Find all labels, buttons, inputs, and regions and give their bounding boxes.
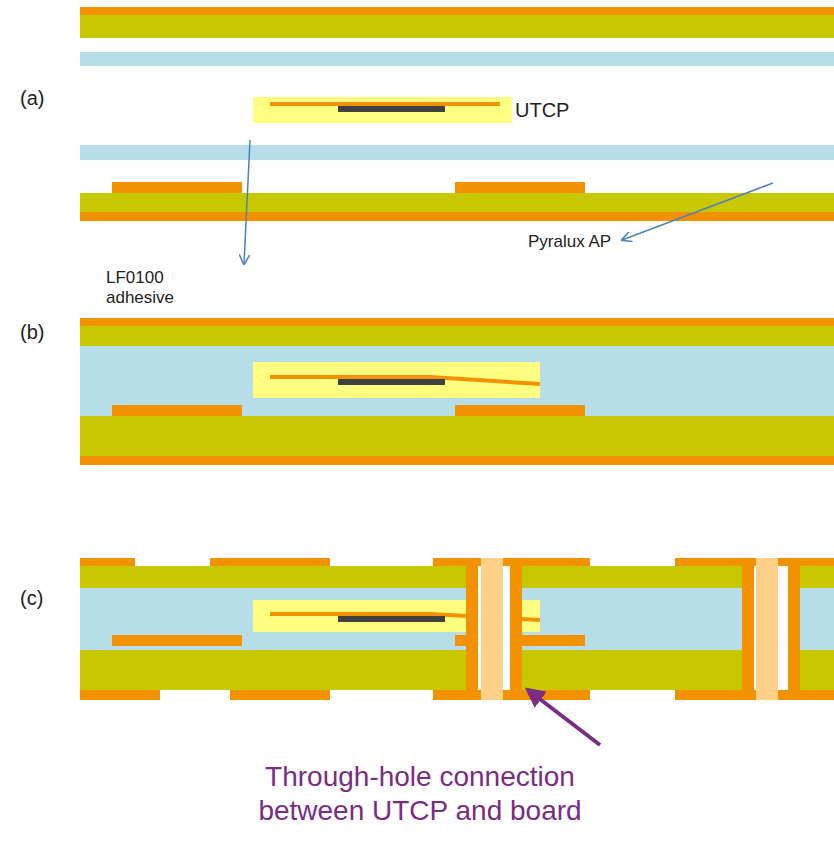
- utcp-trace: [430, 375, 540, 386]
- adhesive-layer: [80, 346, 834, 416]
- copper-track: [230, 690, 330, 700]
- via-fill: [756, 558, 778, 700]
- polyimide-layer: [80, 326, 834, 346]
- panel-label: (b): [20, 320, 80, 344]
- copper-layer: [80, 212, 834, 221]
- part-label: UTCP: [515, 98, 595, 122]
- copper-pad: [112, 405, 242, 416]
- adhesive-layer: [80, 588, 834, 650]
- utcp-package: [253, 97, 512, 123]
- chip: [338, 616, 445, 622]
- copper-pad: [455, 182, 585, 193]
- copper-layer: [80, 456, 834, 465]
- part-label: LF0100 adhesive: [106, 268, 211, 309]
- part-label: Pyralux AP: [528, 232, 658, 252]
- chip: [338, 106, 445, 112]
- callout-text: Through-hole connection between UTCP and…: [215, 760, 625, 827]
- leader-line: [244, 140, 250, 264]
- copper-pad: [112, 182, 242, 193]
- plated-via: [466, 558, 522, 700]
- polyimide-layer: [80, 416, 834, 456]
- stack-b: [80, 318, 834, 465]
- callout-arrow: [528, 690, 600, 745]
- polyimide-layer: [80, 566, 834, 588]
- adhesive-layer: [80, 145, 834, 160]
- copper-track: [210, 558, 330, 566]
- copper-track: [80, 558, 135, 566]
- utcp-trace: [270, 612, 430, 616]
- copper-pad: [455, 405, 585, 416]
- polyimide-layer: [80, 650, 834, 690]
- via-fill: [481, 558, 503, 700]
- polyimide-layer: [80, 15, 834, 38]
- copper-track: [80, 690, 160, 700]
- plated-via: [742, 558, 800, 700]
- panel-label: (c): [20, 586, 80, 610]
- panel-label: (a): [20, 86, 80, 110]
- stack-a: [80, 7, 834, 264]
- copper-layer: [80, 318, 834, 326]
- utcp-trace: [270, 375, 430, 379]
- adhesive-layer: [80, 52, 834, 66]
- copper-pad: [112, 635, 242, 646]
- utcp-package: [253, 362, 540, 398]
- stack-c: [80, 558, 834, 745]
- copper-layer: [80, 7, 834, 15]
- utcp-trace: [270, 102, 500, 106]
- chip: [338, 379, 445, 385]
- leader-line: [622, 183, 773, 240]
